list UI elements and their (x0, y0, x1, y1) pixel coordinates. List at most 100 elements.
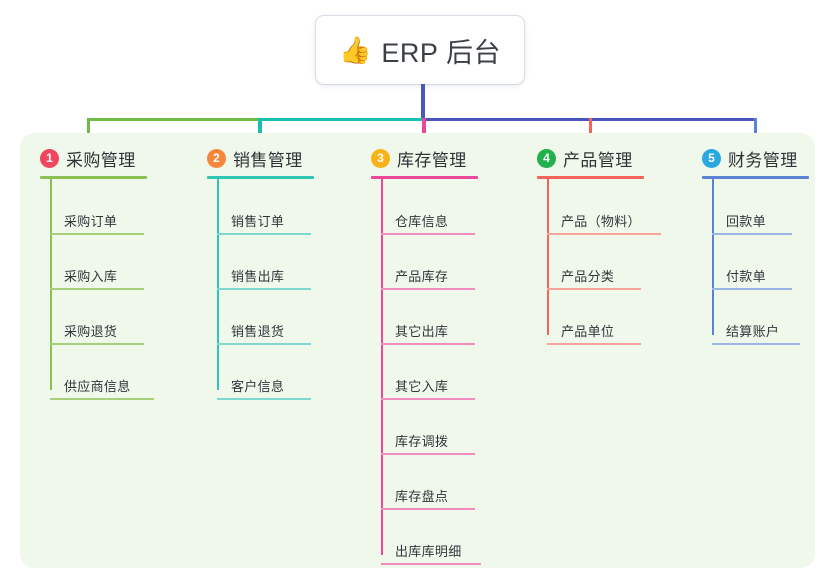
leaf-item[interactable]: 出库库明细 (381, 533, 481, 565)
leaf-item[interactable]: 产品单位 (547, 313, 641, 345)
leaf-item[interactable]: 其它出库 (381, 313, 475, 345)
leaf-rule (50, 288, 144, 290)
leaf-rule (217, 288, 311, 290)
leaf-label: 仓库信息 (395, 214, 449, 229)
leaf-rule (381, 563, 481, 565)
leaf-label: 付款单 (726, 269, 766, 284)
category-badge-5: 5 (702, 148, 721, 168)
leaf-item[interactable]: 销售订单 (217, 203, 311, 235)
leaf-label: 产品分类 (561, 269, 615, 284)
leaf-item[interactable]: 供应商信息 (50, 368, 154, 400)
category-column-3: 3 库存管理 仓库信息 产品库存 其它出库 其它入库 库存调拨 库存盘点 (371, 146, 481, 565)
leaf-rule (712, 343, 800, 345)
leaf-rule (50, 398, 154, 400)
leaf-item[interactable]: 销售出库 (217, 258, 311, 290)
leaf-item[interactable]: 客户信息 (217, 368, 311, 400)
category-badge-2: 2 (207, 148, 226, 168)
leaf-item[interactable]: 采购入库 (50, 258, 144, 290)
category-column-4: 4 产品管理 产品（物料） 产品分类 产品单位 (537, 146, 661, 345)
category-header-1[interactable]: 1 采购管理 (40, 146, 136, 170)
leaf-rule (547, 233, 661, 235)
leaf-label: 供应商信息 (64, 379, 131, 394)
category-title-2: 销售管理 (233, 150, 303, 170)
category-header-2[interactable]: 2 销售管理 (207, 146, 303, 170)
root-title: ERP 后台 (381, 37, 501, 68)
category-header-3[interactable]: 3 库存管理 (371, 146, 467, 170)
category-spine-2 (217, 177, 219, 390)
category-column-1: 1 采购管理 采购订单 采购入库 采购退货 供应商信息 (40, 146, 154, 400)
leaf-label: 回款单 (726, 214, 766, 229)
leaf-label: 采购退货 (64, 324, 118, 339)
leaf-rule (547, 343, 641, 345)
category-rule-2 (207, 176, 314, 179)
leaf-item[interactable]: 其它入库 (381, 368, 475, 400)
root-node[interactable]: 👍 ERP 后台 (316, 16, 524, 84)
category-rule-3 (371, 176, 478, 179)
leaf-rule (381, 288, 475, 290)
leaf-label: 其它入库 (395, 379, 449, 394)
category-column-5: 5 财务管理 回款单 付款单 结算账户 (702, 146, 809, 345)
root-node-content: 👍 ERP 后台 (339, 31, 501, 70)
leaf-item[interactable]: 库存盘点 (381, 478, 475, 510)
leaf-item[interactable]: 销售退货 (217, 313, 311, 345)
category-spine-5 (712, 177, 714, 335)
leaf-rule (217, 343, 311, 345)
leaf-rule (217, 398, 311, 400)
leaf-label: 采购订单 (64, 214, 118, 229)
leaf-item[interactable]: 回款单 (712, 203, 792, 235)
category-title-3: 库存管理 (397, 150, 467, 170)
diagram-panel (20, 133, 815, 568)
leaf-label: 产品单位 (561, 324, 615, 339)
leaf-item[interactable]: 采购订单 (50, 203, 144, 235)
category-header-5[interactable]: 5 财务管理 (702, 146, 798, 170)
category-spine-1 (50, 177, 52, 390)
leaf-label: 其它出库 (395, 324, 449, 339)
leaf-item[interactable]: 产品（物料） (547, 203, 661, 235)
leaf-item[interactable]: 付款单 (712, 258, 792, 290)
leaf-label: 销售退货 (231, 324, 285, 339)
category-spine-3 (381, 177, 383, 555)
category-spine-4 (547, 177, 549, 335)
leaf-rule (381, 453, 475, 455)
leaf-item[interactable]: 产品库存 (381, 258, 475, 290)
leaf-rule (712, 233, 792, 235)
category-rule-4 (537, 176, 644, 179)
leaf-label: 客户信息 (231, 379, 285, 394)
bus-line-left-green (87, 118, 261, 121)
category-title-4: 产品管理 (563, 150, 633, 170)
leaf-rule (381, 398, 475, 400)
leaf-rule (381, 508, 475, 510)
category-badge-1: 1 (40, 148, 59, 168)
leaf-item[interactable]: 结算账户 (712, 313, 800, 345)
category-rule-5 (702, 176, 809, 179)
leaf-rule (712, 288, 792, 290)
category-rule-1 (40, 176, 147, 179)
leaf-label: 库存盘点 (395, 489, 449, 504)
category-column-2: 2 销售管理 销售订单 销售出库 销售退货 客户信息 (207, 146, 314, 400)
leaf-label: 销售出库 (231, 269, 285, 284)
category-badge-3: 3 (371, 148, 390, 168)
leaf-label: 出库库明细 (395, 544, 462, 559)
thumbs-up-icon: 👍 (339, 35, 372, 65)
leaf-rule (217, 233, 311, 235)
leaf-item[interactable]: 仓库信息 (381, 203, 475, 235)
leaf-rule (381, 343, 475, 345)
category-title-1: 采购管理 (66, 150, 136, 170)
leaf-item[interactable]: 库存调拨 (381, 423, 475, 455)
leaf-label: 产品库存 (395, 269, 449, 284)
leaf-label: 结算账户 (726, 324, 780, 339)
leaf-rule (381, 233, 475, 235)
category-title-5: 财务管理 (728, 150, 798, 170)
leaf-rule (547, 288, 641, 290)
leaf-rule (50, 343, 144, 345)
leaf-item[interactable]: 采购退货 (50, 313, 144, 345)
root-stem-line (421, 84, 425, 120)
leaf-rule (50, 233, 144, 235)
leaf-item[interactable]: 产品分类 (547, 258, 641, 290)
leaf-label: 销售订单 (231, 214, 285, 229)
leaf-label: 产品（物料） (561, 214, 641, 229)
leaf-label: 采购入库 (64, 269, 118, 284)
category-header-4[interactable]: 4 产品管理 (537, 146, 633, 170)
category-badge-4: 4 (537, 148, 556, 168)
